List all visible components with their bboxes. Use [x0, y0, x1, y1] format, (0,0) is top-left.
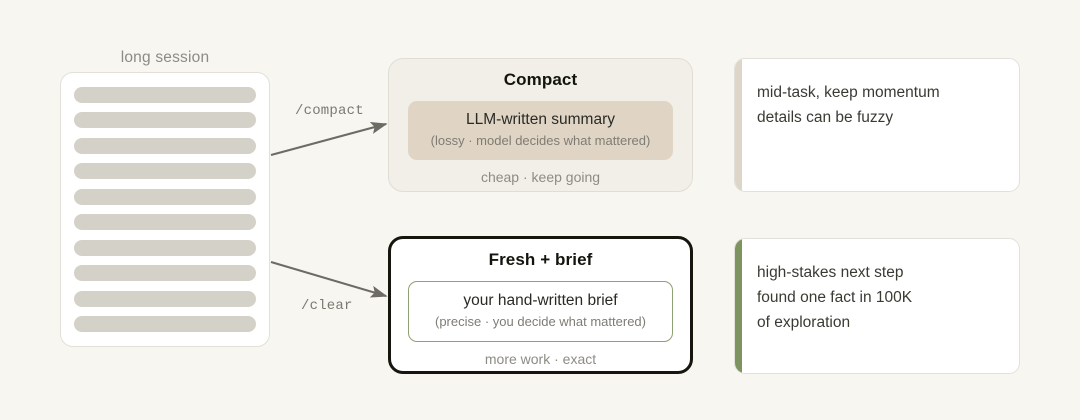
compact-inner-secondary: (lossy · model decides what mattered) [430, 133, 651, 149]
note-line: mid-task, keep momentum [757, 84, 940, 101]
session-line-item [74, 163, 256, 180]
note-line: found one fact in 100K [757, 289, 913, 306]
arrow-compact [270, 122, 388, 157]
session-line-item [74, 265, 256, 282]
arrow-clear [270, 260, 388, 298]
compact-card-title: Compact [503, 70, 578, 89]
fresh-brief-inner-secondary: (precise · you decide what mattered) [435, 314, 646, 330]
session-label: long session [120, 49, 210, 66]
arrow-label-compact: /compact [295, 103, 364, 119]
fresh-brief-inner-box: your hand-written brief (precise · you d… [408, 281, 673, 342]
session-line-item [74, 112, 256, 129]
session-line-item [74, 137, 256, 154]
arrow-label-clear: /clear [301, 298, 353, 314]
compact-inner-box: LLM-written summary (lossy · model decid… [408, 101, 673, 160]
note-line: of exploration [757, 314, 851, 331]
compact-inner-primary: LLM-written summary [466, 111, 615, 128]
session-line-item [74, 87, 256, 103]
long-session-card [60, 72, 270, 347]
fresh-brief-card[interactable]: Fresh + brief your hand-written brief (p… [388, 236, 693, 374]
fresh-brief-card-footer: more work · exact [484, 350, 597, 367]
compact-card-footer: cheap · keep going [480, 168, 601, 185]
note-card-compact: mid-task, keep momentum details can be f… [734, 58, 1020, 192]
session-line-item [74, 315, 256, 332]
note-line: high-stakes next step [757, 264, 904, 281]
fresh-brief-inner-primary: your hand-written brief [463, 292, 618, 309]
note-line: details can be fuzzy [757, 109, 894, 126]
fresh-brief-card-title: Fresh + brief [488, 250, 593, 269]
note-accent-bar [735, 59, 742, 191]
compact-card[interactable]: Compact LLM-written summary (lossy · mod… [388, 58, 693, 192]
note-accent-bar [735, 239, 742, 373]
session-line-item [74, 188, 256, 205]
session-line-item [74, 290, 256, 307]
note-card-fresh: high-stakes next step found one fact in … [734, 238, 1020, 374]
session-line-item [74, 239, 256, 256]
session-line-item [74, 214, 256, 231]
